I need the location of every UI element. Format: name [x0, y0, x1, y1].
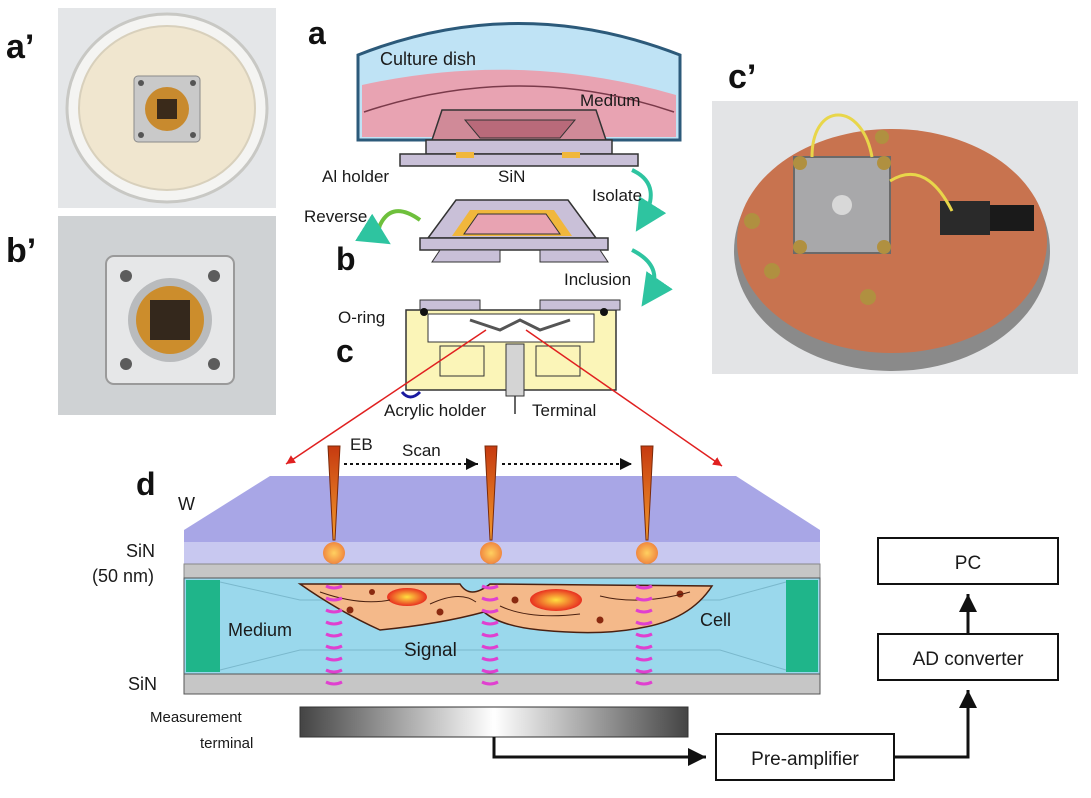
photo-device-c-prime — [712, 101, 1078, 374]
panel-label-a-prime: a’ — [6, 28, 34, 66]
eb-spot-left — [323, 542, 345, 564]
culture-dish-label: Culture dish — [380, 49, 476, 69]
inclusion-arrow — [631, 248, 673, 307]
al-holder-label: Al holder — [322, 167, 389, 186]
w-layer-front — [184, 530, 820, 542]
reversed-chip-group — [419, 199, 609, 263]
signal-waves-middle — [481, 584, 499, 686]
w-layer — [184, 476, 820, 530]
ad-converter-label: AD converter — [913, 649, 1025, 670]
inclusion-label: Inclusion — [564, 270, 631, 289]
sin-thickness-label: (50 nm) — [92, 566, 154, 586]
o-ring-right — [600, 308, 608, 316]
eb-label: EB — [350, 435, 373, 454]
reverse-label: Reverse — [304, 207, 367, 226]
photo-holder-b-prime — [58, 216, 276, 415]
gray-layer-top — [183, 563, 821, 579]
zoom-line-right — [525, 329, 723, 467]
sin-bottom-label: SiN — [128, 674, 157, 694]
green-block-left — [186, 580, 220, 672]
gray-layer-bottom — [183, 673, 821, 695]
signal-waves-left — [325, 584, 343, 686]
al-holder-illustration — [105, 255, 235, 385]
culture-dish-group: Culture dish Medium — [356, 22, 682, 167]
panel-label-a: a — [308, 15, 326, 51]
signal-waves-right — [635, 584, 653, 686]
holder-assembly-group — [400, 299, 621, 414]
pre-amplifier-label: Pre-amplifier — [751, 749, 859, 770]
measurement-terminal-label-line2: terminal — [200, 735, 253, 752]
medium-bottom-label: Medium — [228, 620, 292, 640]
o-ring-label: O-ring — [338, 308, 385, 327]
medium-top-label: Medium — [580, 91, 640, 110]
isolate-label: Isolate — [592, 186, 642, 205]
w-label: W — [178, 494, 195, 514]
signal-label: Signal — [404, 640, 457, 661]
measurement-terminal-bar — [299, 706, 689, 738]
panel-label-b-prime: b’ — [6, 232, 36, 270]
ad-converter-box — [877, 633, 1059, 681]
pc-label: PC — [955, 553, 981, 574]
petri-dish-illustration — [65, 12, 269, 204]
measurement-terminal-label-line1: Measurement — [150, 709, 243, 726]
nucleus-right — [530, 589, 582, 611]
cross-section-group — [183, 445, 821, 695]
o-ring-left — [420, 308, 428, 316]
sin-mid-label: SiN — [126, 541, 155, 561]
nucleus-left — [387, 588, 427, 606]
terminal-shape — [505, 343, 525, 397]
reverse-arrow — [355, 209, 422, 245]
scan-label: Scan — [402, 441, 441, 460]
device-illustration — [734, 113, 1050, 371]
isolate-arrow — [631, 168, 667, 232]
green-block-right — [786, 580, 818, 672]
al-holder-top — [425, 139, 613, 155]
acrylic-holder-label: Acrylic holder — [384, 401, 486, 420]
preamp-to-adc-arrow — [894, 690, 977, 759]
eb-beam-middle — [484, 445, 498, 541]
photo-dish-a-prime — [58, 8, 276, 208]
panel-label-b: b — [336, 241, 356, 277]
panel-label-d: d — [136, 466, 156, 502]
terminal-to-preamp-arrow — [492, 737, 706, 766]
pc-box — [877, 537, 1059, 585]
cell-label: Cell — [700, 610, 731, 630]
terminal-label: Terminal — [532, 401, 596, 420]
eb-beam-left — [327, 445, 341, 541]
pre-amplifier-box — [715, 733, 895, 781]
eb-spot-right — [636, 542, 658, 564]
zoom-line-left — [285, 329, 487, 465]
sin-top-label: SiN — [498, 167, 525, 186]
panel-label-c: c — [336, 333, 354, 369]
eb-spot-middle — [480, 542, 502, 564]
panel-label-c-prime: c’ — [728, 58, 756, 96]
eb-beam-right — [640, 445, 654, 541]
